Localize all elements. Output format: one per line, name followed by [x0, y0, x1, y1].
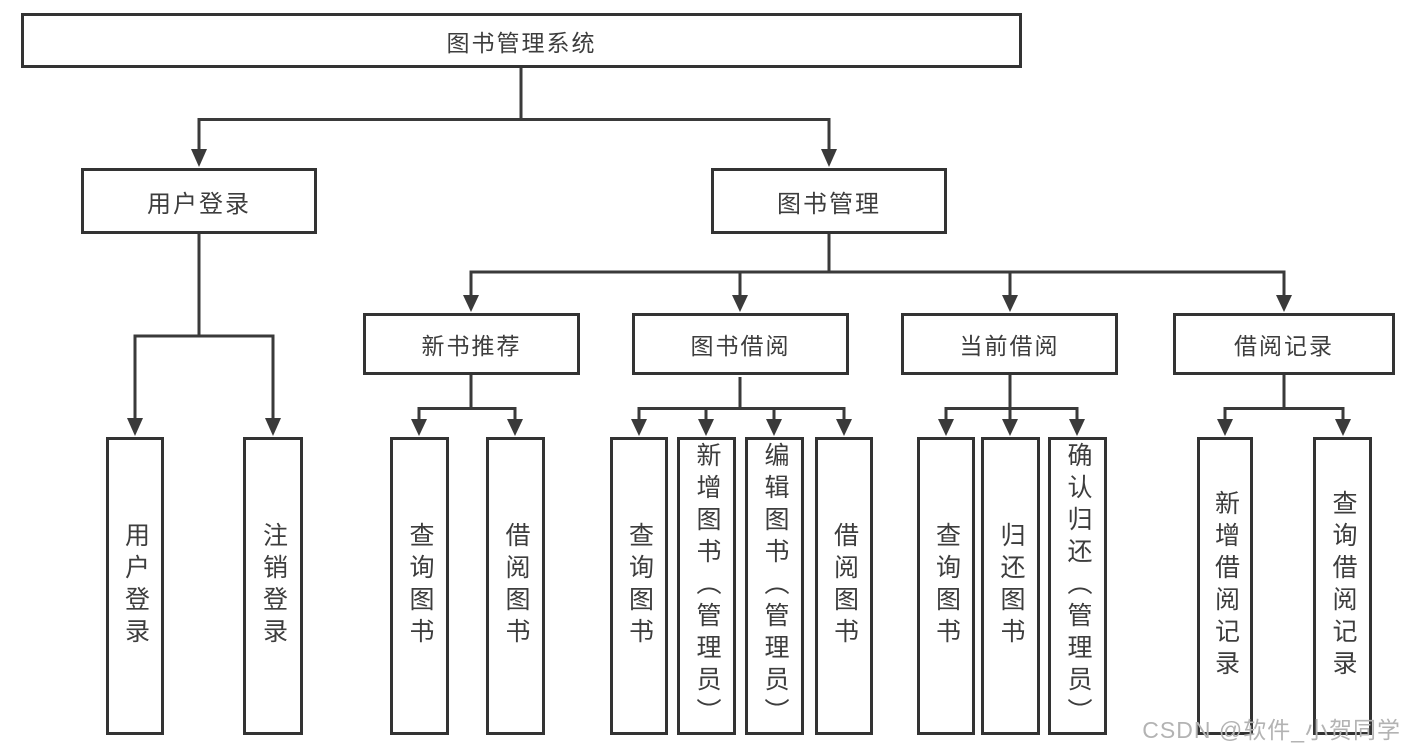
- node-label: 借阅记录: [1234, 333, 1334, 359]
- node-root: 图书管理系统: [21, 13, 1022, 68]
- node-label: 编辑图书（管理员）: [761, 442, 789, 730]
- node-logout: 注销登录: [243, 437, 303, 735]
- connector-borrow-records: [1217, 375, 1351, 436]
- node-confirm-return-admin: 确认归还（管理员）: [1048, 437, 1107, 735]
- node-add-books-admin: 新增图书（管理员）: [677, 437, 736, 735]
- arrowhead: [1335, 419, 1351, 436]
- arrowhead: [836, 419, 852, 436]
- node-new-book-recommend: 新书推荐: [363, 313, 580, 375]
- connector-new-book-recommend: [411, 375, 523, 436]
- node-label: 借阅图书: [830, 522, 859, 650]
- node-label: 当前借阅: [959, 333, 1060, 359]
- node-label: 确认归还（管理员）: [1064, 442, 1092, 730]
- node-query-borrow-record: 查询借阅记录: [1313, 437, 1372, 735]
- node-query-books-current: 查询图书: [917, 437, 975, 735]
- connector-book-management: [463, 234, 1292, 312]
- node-query-books-recommend: 查询图书: [390, 437, 449, 735]
- node-label: 新增借阅记录: [1211, 490, 1240, 682]
- node-borrow-books-borrowing: 借阅图书: [815, 437, 873, 735]
- node-label: 注销登录: [259, 522, 288, 650]
- node-borrow-records: 借阅记录: [1173, 313, 1395, 375]
- arrowhead: [766, 419, 782, 436]
- connector-root: [191, 68, 837, 167]
- arrowhead: [938, 419, 954, 436]
- node-label: 查询图书: [406, 522, 434, 650]
- node-label: 用户登录: [121, 522, 150, 650]
- node-book-borrowing: 图书借阅: [632, 313, 849, 375]
- node-label: 图书管理: [777, 190, 881, 218]
- node-return-books: 归还图书: [981, 437, 1040, 735]
- node-label: 图书借阅: [690, 333, 791, 359]
- node-book-management: 图书管理: [711, 168, 947, 234]
- arrowhead: [732, 295, 748, 312]
- arrowhead: [411, 419, 427, 436]
- node-query-books-borrowing: 查询图书: [610, 437, 668, 735]
- csdn-watermark: CSDN @软件_小贺同学: [1142, 717, 1401, 743]
- arrowhead: [191, 149, 207, 167]
- arrowhead: [1002, 419, 1018, 436]
- node-current-borrowing: 当前借阅: [901, 313, 1118, 375]
- node-label: 用户登录: [147, 190, 251, 218]
- connector-user-login: [127, 234, 281, 436]
- arrowhead: [1069, 419, 1085, 436]
- arrowhead: [507, 419, 523, 436]
- node-label: 借阅图书: [502, 522, 530, 650]
- arrowhead: [127, 418, 143, 436]
- node-label: 查询图书: [932, 522, 961, 650]
- arrowhead: [463, 295, 479, 312]
- node-label: 查询借阅记录: [1329, 490, 1357, 682]
- node-label: 新书推荐: [421, 333, 522, 359]
- arrowhead: [265, 418, 281, 436]
- arrowhead: [821, 149, 837, 167]
- node-borrow-books-recommend: 借阅图书: [486, 437, 545, 735]
- node-label: 新增图书（管理员）: [693, 442, 721, 730]
- connector-current-borrowing: [938, 375, 1085, 436]
- arrowhead: [1217, 419, 1233, 436]
- node-edit-books-admin: 编辑图书（管理员）: [745, 437, 804, 735]
- arrowhead: [1276, 295, 1292, 312]
- node-user-login: 用户登录: [81, 168, 317, 234]
- node-label: 图书管理系统: [446, 29, 597, 56]
- arrowhead: [698, 419, 714, 436]
- arrowhead: [631, 419, 647, 436]
- node-label: 归还图书: [997, 522, 1025, 650]
- node-label: 查询图书: [625, 522, 654, 650]
- connector-book-borrowing: [631, 377, 852, 436]
- node-user-login-action: 用户登录: [106, 437, 164, 735]
- arrowhead: [1002, 295, 1018, 312]
- node-add-borrow-record: 新增借阅记录: [1197, 437, 1253, 735]
